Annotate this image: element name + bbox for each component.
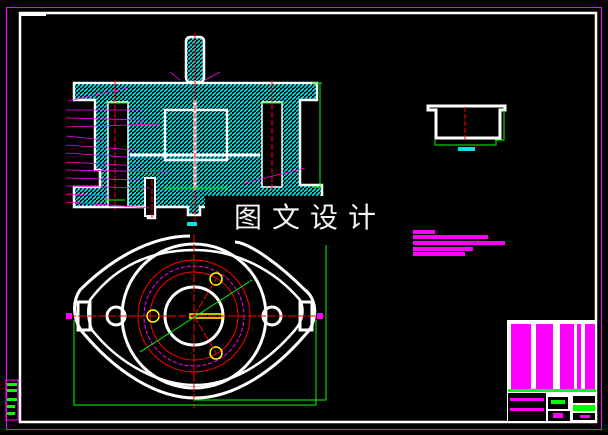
watermark-char: 计 [348, 201, 377, 234]
watermark-char: 图 [233, 201, 262, 234]
corner-tab [20, 12, 46, 16]
title-block [507, 320, 597, 422]
technical-notes [413, 230, 505, 256]
revision-strip [5, 379, 19, 421]
watermark-char: 设 [310, 201, 339, 234]
plan-view [66, 234, 327, 408]
outer-border [6, 7, 602, 430]
inner-frame [18, 11, 598, 424]
watermark: 图 文 设 计 [205, 196, 405, 240]
section-view [65, 33, 324, 226]
watermark-char: 文 [271, 201, 300, 234]
detail-view [426, 104, 507, 151]
